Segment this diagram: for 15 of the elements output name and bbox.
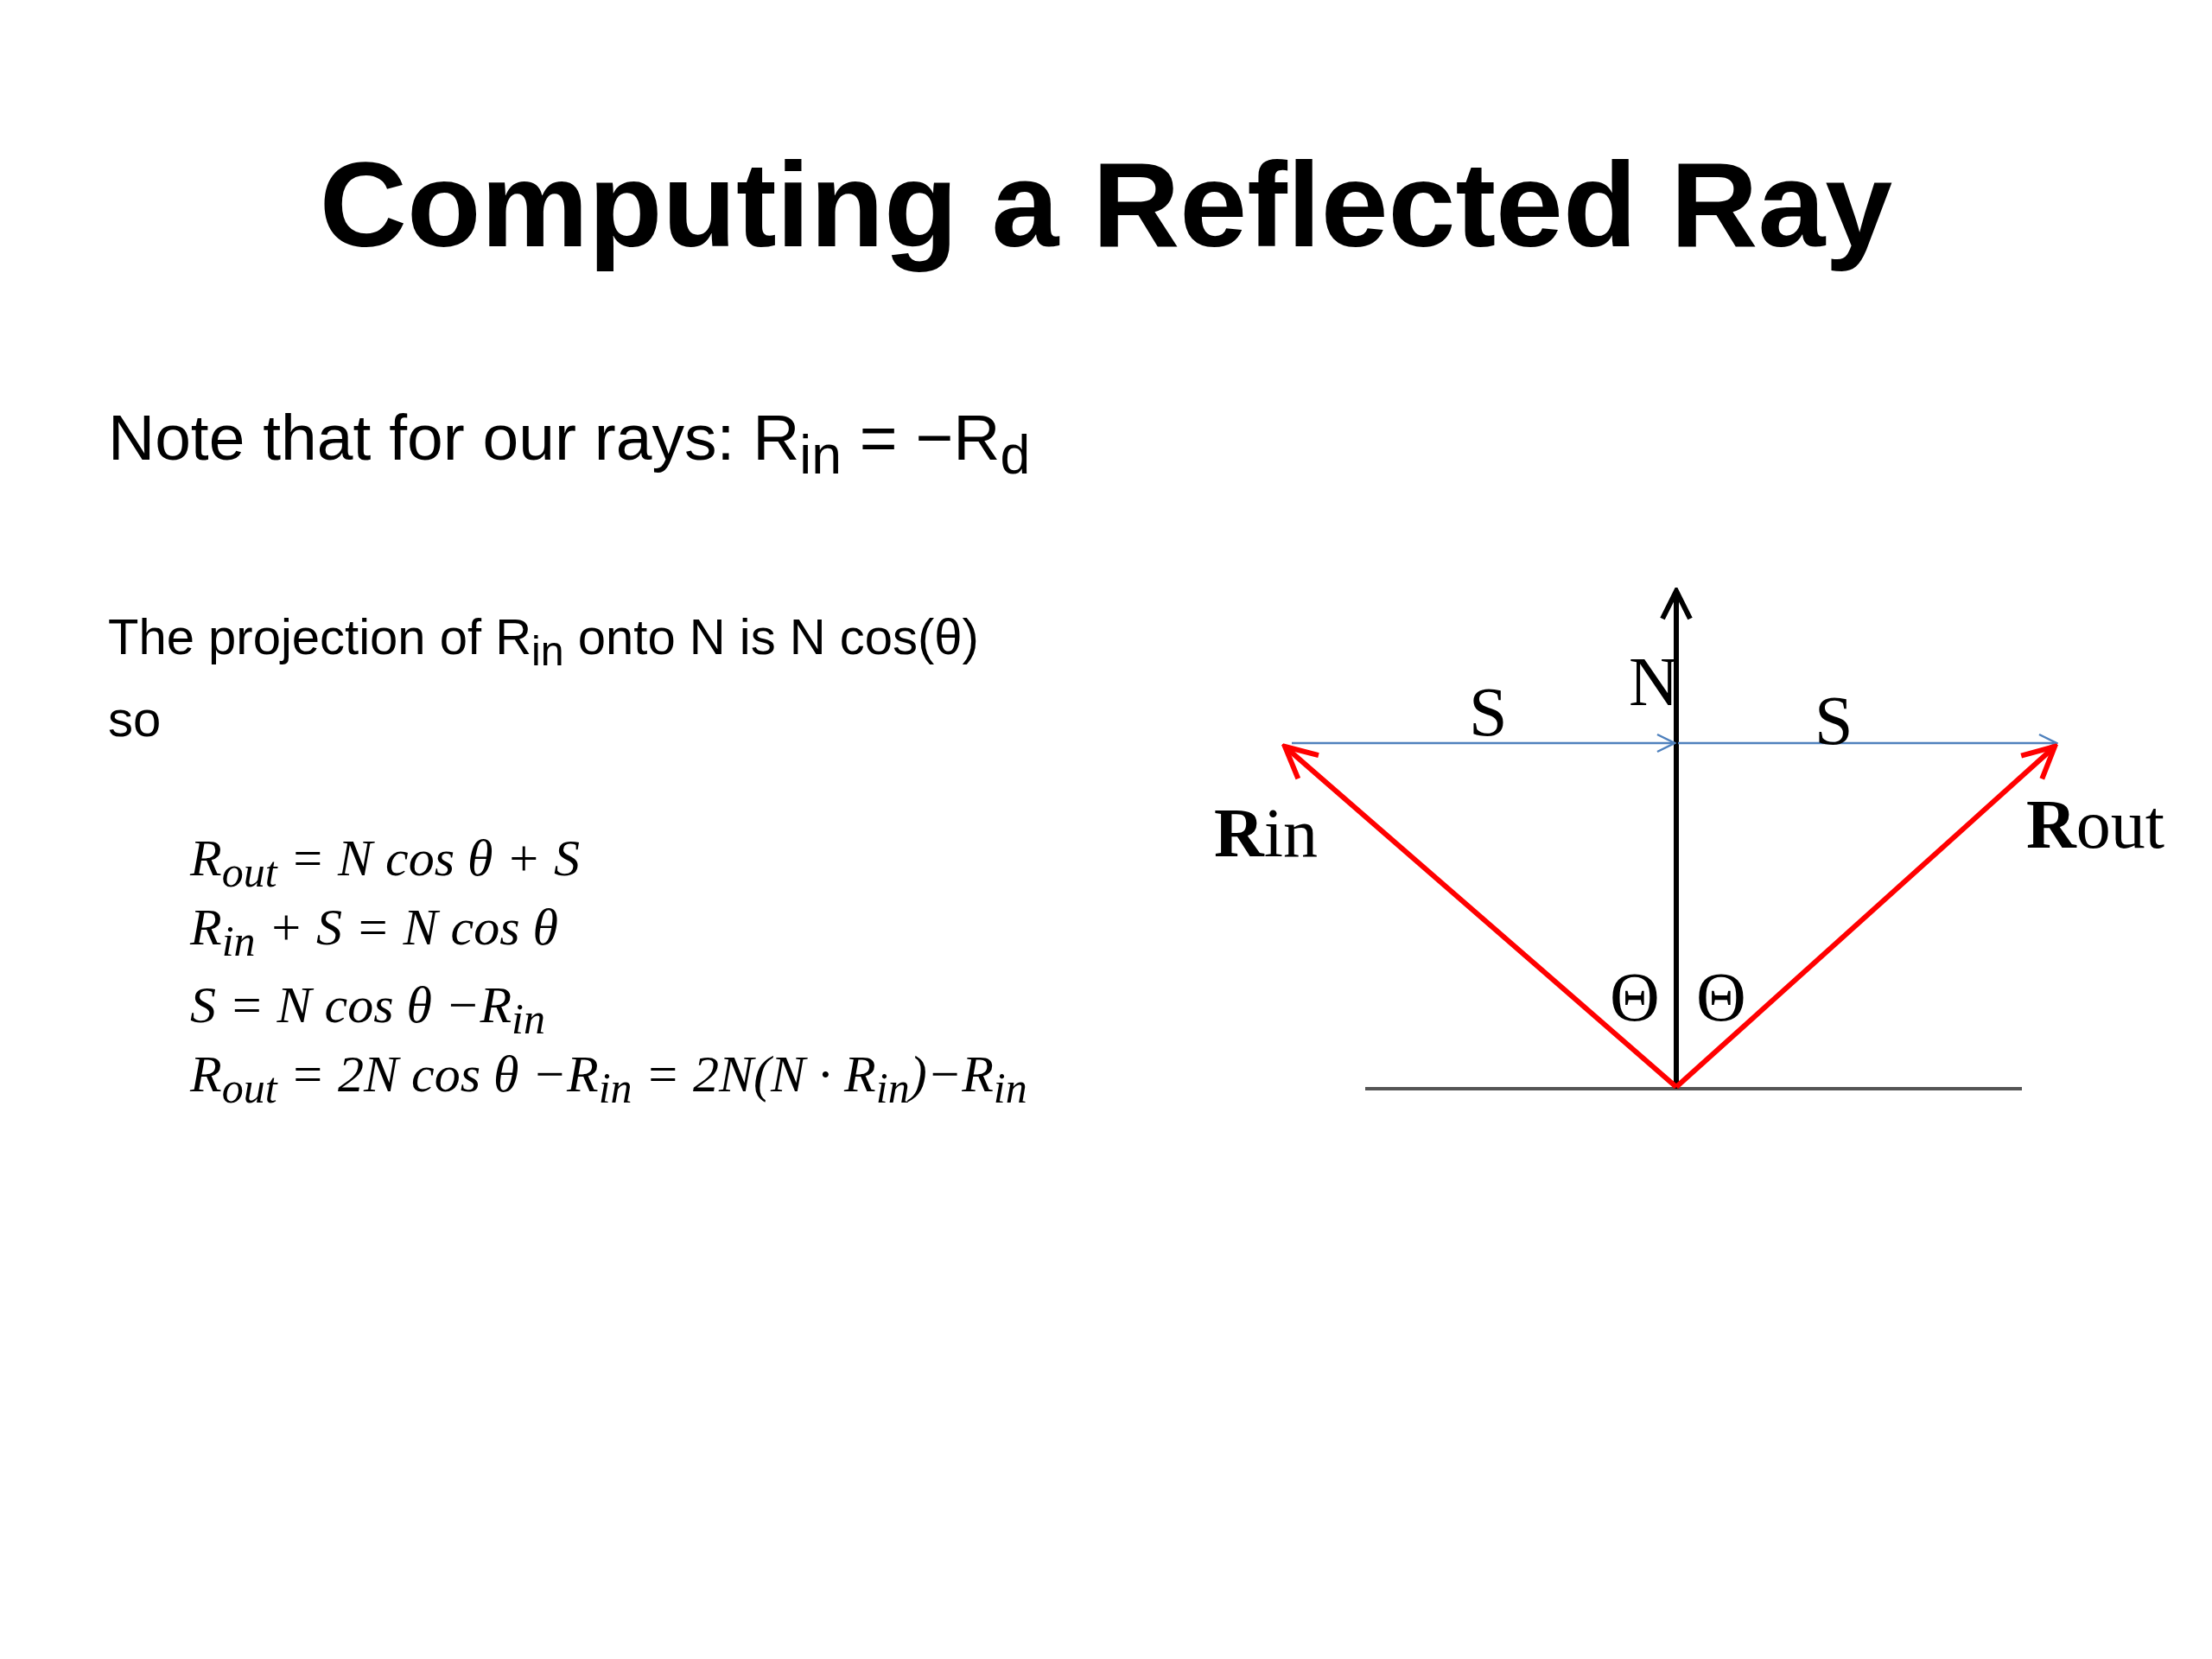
vector-label: N xyxy=(1629,644,1679,720)
text-line: Note that for our rays: R$_{in}$ = −R$_{d}$ xyxy=(108,402,1031,485)
equation: R$_{out}$ = N cos θ + S xyxy=(190,830,580,896)
equation: R$_{in}$ + S = N cos θ xyxy=(190,899,558,965)
equation: S = N cos θ −R$_{in}$ xyxy=(190,976,545,1043)
vector-label: S xyxy=(1815,683,1853,759)
angle-label: Θ xyxy=(1696,959,1746,1035)
vector-label: Rin xyxy=(1214,795,1318,871)
text-line: so xyxy=(108,691,162,747)
equation: R$_{out}$ = 2N cos θ −R$_{in}$ = 2N(N · R$_{in}$)−R$_{in}$ xyxy=(190,1046,1027,1112)
vector-label: S xyxy=(1469,674,1508,750)
vector-label: Rout xyxy=(2026,786,2164,862)
text-line: The projection of R$_{in}$ onto N is N cos(θ) xyxy=(108,609,979,674)
angle-label: Θ xyxy=(1610,959,1660,1035)
slide-title: Computing a Reflected Ray xyxy=(319,138,1893,271)
